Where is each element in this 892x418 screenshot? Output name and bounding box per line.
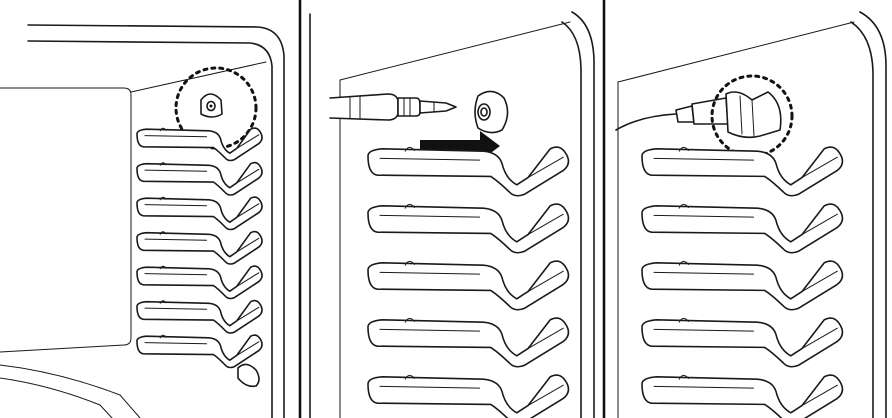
vent-slat (641, 203, 844, 254)
vent-slat (641, 146, 844, 197)
panel-ridge-3 (617, 21, 855, 83)
vent-slat (136, 127, 263, 162)
earphone-plug-inserted-icon (675, 91, 782, 139)
vent-slat (136, 265, 263, 300)
vent-slat (136, 196, 263, 231)
panel-2 (329, 11, 595, 418)
device-frame-inner (27, 40, 273, 418)
vent-slat (367, 317, 570, 368)
vent-slats-1 (136, 127, 263, 369)
panel-ridge (130, 61, 267, 93)
vent-slat (367, 374, 570, 418)
device-frame-inner-2 (561, 21, 582, 418)
panel-3 (615, 11, 887, 418)
earphone-plug-icon (329, 93, 457, 121)
vent-slats-3 (641, 146, 844, 418)
vent-slat (641, 374, 844, 418)
device-frame-outer (27, 24, 285, 418)
vent-slat (641, 260, 844, 311)
vent-slat (641, 317, 844, 368)
device-frame-outer-3 (859, 11, 887, 418)
earphone-cable (615, 113, 677, 131)
panel-ridge-2 (339, 21, 571, 81)
vent-slat (136, 230, 263, 265)
vent-slats-2 (367, 146, 570, 418)
earphone-jack-icon (200, 93, 223, 118)
panel-1 (0, 24, 285, 418)
vent-slat (136, 334, 263, 369)
vent-slat (367, 146, 570, 197)
earphone-jack-icon-2 (474, 90, 509, 134)
vent-slat (367, 260, 570, 311)
bottom-bevel (0, 364, 141, 418)
device-frame-inner-3 (850, 21, 874, 418)
device-frame-outer-2 (571, 11, 595, 418)
screen-recess (0, 87, 132, 353)
side-button (237, 363, 260, 388)
vent-slat (136, 161, 263, 196)
vent-slat (136, 299, 263, 334)
vent-slat (367, 203, 570, 254)
